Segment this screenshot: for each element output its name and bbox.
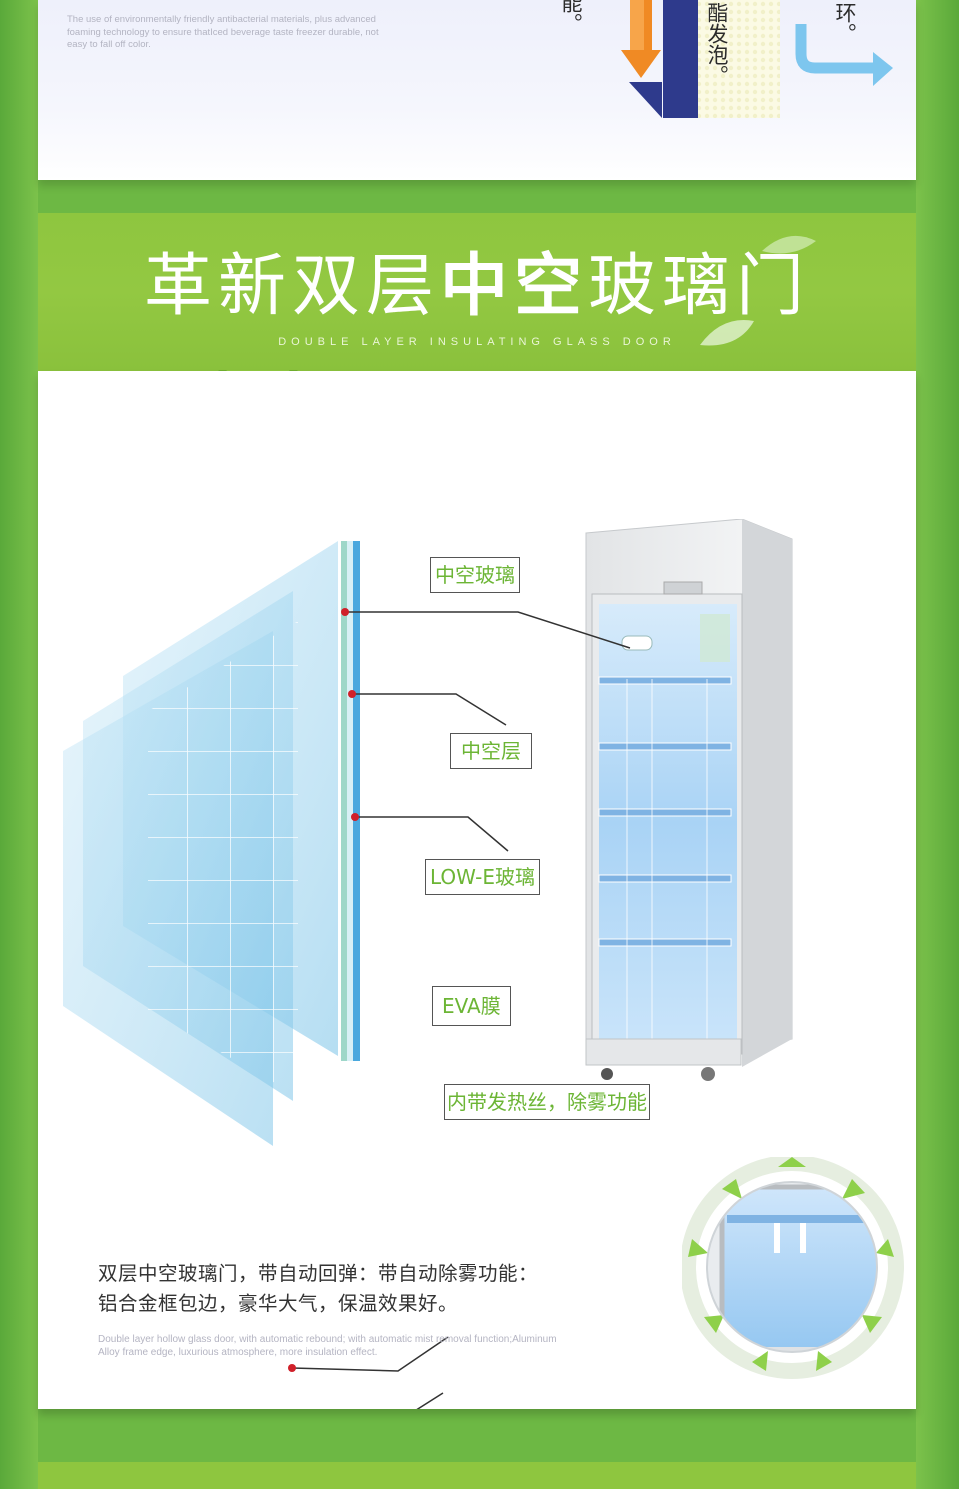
foam-layer-block [663, 0, 780, 118]
description-chinese: 双层中空玻璃门，带自动回弹：带自动除雾功能： 铝合金框包边，豪华大气，保温效果好… [98, 1259, 538, 1319]
door-closeup-circle [682, 1157, 904, 1379]
top-panel: The use of environmentally friendly anti… [38, 0, 916, 180]
top-english-description: The use of environmentally friendly anti… [67, 14, 379, 50]
title-part-2: 玻璃门 [588, 247, 811, 326]
main-panel: 中空玻璃 中空层 LOW-E玻璃 EVA膜 内带发热丝，除雾功能 [38, 371, 916, 1409]
next-section-band [38, 1462, 916, 1489]
orange-down-arrow [621, 0, 662, 118]
callout-heating-wire: 内带发热丝，除雾功能 [444, 1084, 650, 1120]
section-subtitle: DOUBLE LAYER INSULATING GLASS DOOR [278, 336, 676, 348]
section-header-band: 革新双层中空玻璃门 DOUBLE LAYER INSULATING GLASS … [38, 213, 916, 371]
callout-low-e-glass: LOW-E玻璃 [425, 859, 540, 895]
vertical-text-col1: 能。 [559, 0, 583, 34]
description-english: Double layer hollow glass door, with aut… [98, 1334, 557, 1358]
callout-hollow-glass: 中空玻璃 [430, 557, 520, 593]
callout-hollow-layer: 中空层 [450, 733, 532, 769]
left-green-margin [0, 0, 38, 1489]
leaf-icon [700, 320, 754, 346]
section-title: 革新双层中空玻璃门 [38, 247, 916, 327]
description-line-2: 铝合金框包边，豪华大气，保温效果好。 [98, 1292, 459, 1315]
vertical-text-col3: 环。 [833, 2, 857, 44]
display-fridge-image [585, 519, 793, 1081]
vertical-text-col2: 酯发泡。 [705, 2, 729, 86]
leaf-icon [762, 235, 816, 254]
title-bold-part: 中空 [439, 247, 588, 326]
blue-curved-arrow [795, 24, 893, 86]
glass-layers-illustration [63, 541, 360, 1146]
description-line-1: 双层中空玻璃门，带自动回弹：带自动除雾功能： [98, 1262, 539, 1285]
callout-eva-film: EVA膜 [432, 986, 511, 1026]
title-part-1: 革新双层 [143, 247, 440, 326]
right-green-margin [916, 0, 959, 1489]
